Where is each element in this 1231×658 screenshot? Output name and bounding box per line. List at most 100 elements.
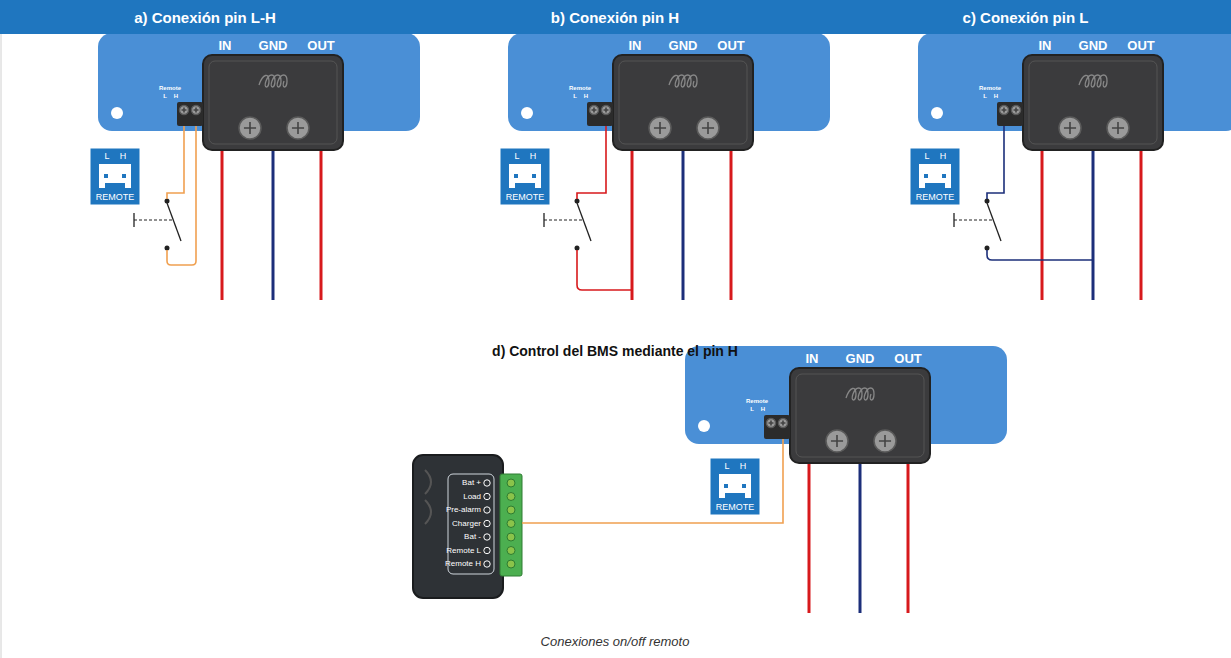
jumper-connector <box>509 164 541 188</box>
screw-slot <box>1002 108 1007 113</box>
jumper-pin-label: H <box>940 152 947 161</box>
header-band: c) Conexión pin L <box>820 0 1231 34</box>
mounting-hole <box>521 107 533 119</box>
bms-pin-hole <box>484 493 490 499</box>
screw-slot <box>654 122 666 134</box>
pin-label: H <box>174 93 178 99</box>
screw-slot <box>292 122 304 134</box>
terminal-label: GND <box>846 352 875 365</box>
input-wire <box>1041 145 1044 300</box>
screw-slot <box>194 108 199 113</box>
housing-edge <box>209 61 337 144</box>
switch-button <box>543 213 544 227</box>
jumper-pin <box>104 174 108 178</box>
screw-slot <box>769 421 774 426</box>
terminal-label: IN <box>629 39 642 52</box>
jumper-label: REMOTE <box>916 193 955 202</box>
pin-label: L <box>750 406 754 412</box>
terminal-label: GND <box>259 39 288 52</box>
jumper-pin <box>924 174 928 178</box>
output-wire <box>1140 145 1143 300</box>
screw <box>1000 106 1009 115</box>
bms-terminal-label: Remote H <box>445 560 481 568</box>
bms-pin-hole <box>484 561 490 567</box>
jumper-icon <box>910 148 960 205</box>
pin-label: L <box>573 93 577 99</box>
jumper-pin-label: L <box>724 462 729 471</box>
terminal-housing <box>613 55 753 150</box>
switch-actuator <box>134 220 173 221</box>
housing-edge <box>619 61 747 144</box>
screw <box>287 117 309 139</box>
jumper-pin-label: L <box>104 152 109 161</box>
housing-edge <box>1029 61 1157 144</box>
terminal-housing <box>1023 55 1163 150</box>
switch-lever <box>167 203 181 241</box>
screw <box>826 430 848 452</box>
figure-caption: Conexiones on/off remoto <box>541 635 690 648</box>
bms-terminal-screw <box>507 533 515 541</box>
input-wire <box>221 145 224 300</box>
switch-contact <box>985 246 990 251</box>
screw <box>697 117 719 139</box>
screw-slot <box>182 108 187 113</box>
jumper-pin <box>532 174 536 178</box>
jumper-pin <box>942 174 946 178</box>
jumper-label: REMOTE <box>506 193 545 202</box>
jumper-pin <box>514 174 518 178</box>
screw-slot <box>592 108 597 113</box>
remote-wire <box>167 126 184 199</box>
mounting-hole <box>698 420 710 432</box>
remote-terminal-block <box>764 415 790 439</box>
jumper-pin-label: L <box>514 152 519 161</box>
pin-label: Remote <box>569 85 591 91</box>
jumper-connector <box>99 164 131 188</box>
logo-coil <box>846 388 874 400</box>
ground-wire <box>272 145 275 300</box>
screw <box>1059 117 1081 139</box>
switch-lever <box>987 203 1001 241</box>
pin-label: Remote <box>746 398 768 404</box>
remote-wire <box>577 250 632 290</box>
bms-terminal-strip <box>500 474 522 576</box>
switch-contact <box>165 246 170 251</box>
jumper-connector <box>919 164 951 188</box>
screw <box>874 430 896 452</box>
ground-wire <box>859 458 862 613</box>
switch-button <box>133 213 134 227</box>
jumper-pin <box>742 484 746 488</box>
bms-terminal-label: Load <box>463 493 481 501</box>
screw <box>767 419 776 428</box>
terminal-label: GND <box>1079 39 1108 52</box>
pin-label: L <box>163 93 167 99</box>
screw-slot <box>1112 122 1124 134</box>
remote-wire <box>167 126 196 265</box>
bms-pin-hole <box>484 480 490 486</box>
jumper-pin-label: H <box>740 462 747 471</box>
screw <box>602 106 611 115</box>
terminal-label: OUT <box>307 39 334 52</box>
bms-label-frame <box>448 474 494 574</box>
jumper-pin <box>122 174 126 178</box>
housing-edge <box>796 374 924 457</box>
logo-coil <box>259 75 287 87</box>
ground-wire <box>682 145 685 300</box>
pin-label: Remote <box>159 85 181 91</box>
pin-label: H <box>761 406 765 412</box>
switch-actuator <box>954 220 993 221</box>
mounting-hole <box>931 107 943 119</box>
panel-heading: b) Conexión pin H <box>551 9 679 26</box>
bms-terminal-label: Pre-alarm <box>446 506 481 514</box>
screw-slot <box>702 122 714 134</box>
jumper-label: REMOTE <box>716 503 755 512</box>
pin-label: Remote <box>979 85 1001 91</box>
jumper-pin-label: H <box>120 152 127 161</box>
jumper-icon <box>710 458 760 515</box>
remote-terminal-block <box>997 102 1023 126</box>
jumper-pin-label: L <box>924 152 929 161</box>
screw <box>1107 117 1129 139</box>
terminal-label: OUT <box>1127 39 1154 52</box>
screw-slot <box>1064 122 1076 134</box>
bms-pin-hole <box>484 520 490 526</box>
